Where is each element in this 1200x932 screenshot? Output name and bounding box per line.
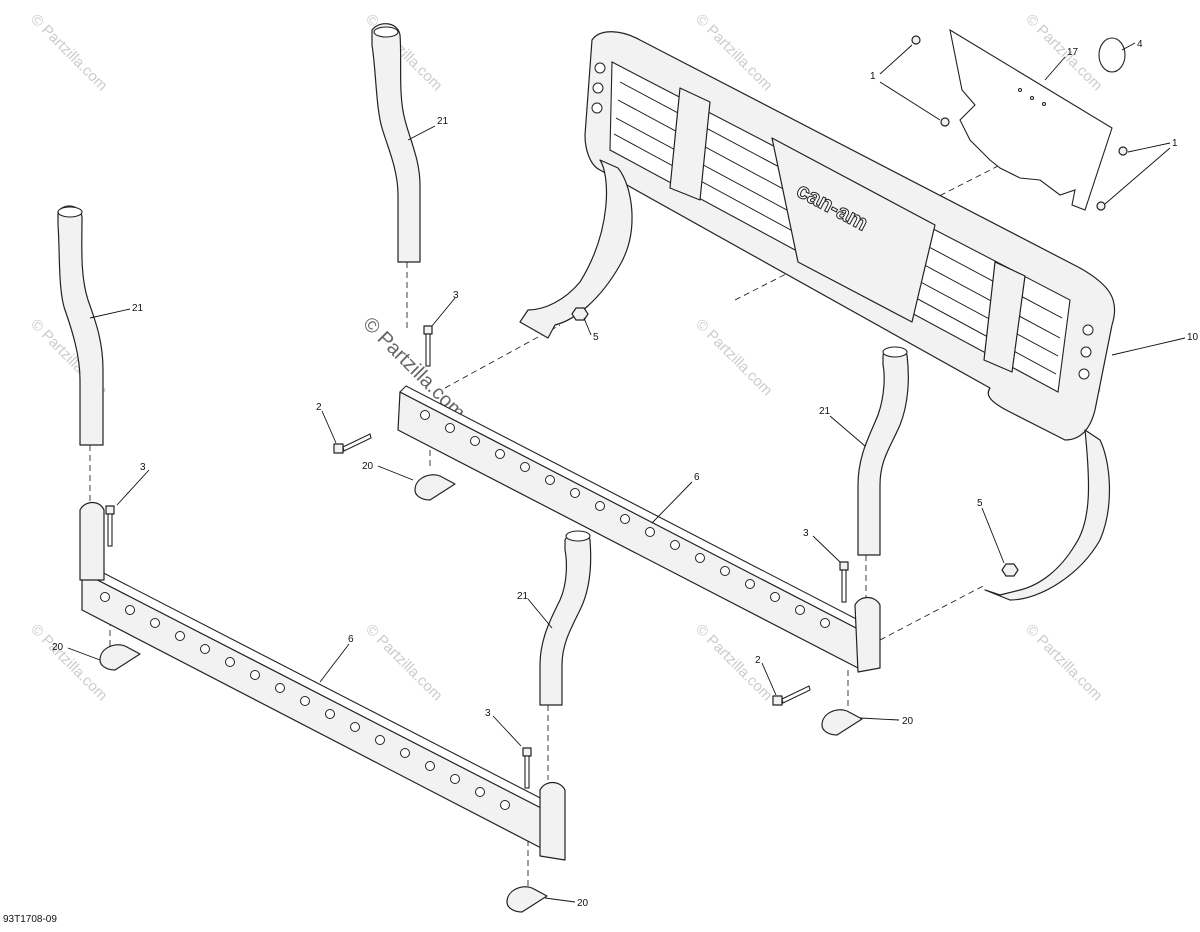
bolt-vertical: [839, 561, 849, 603]
callout-6: 6: [348, 634, 354, 645]
callout-2: 2: [316, 402, 322, 413]
watermark: © Partzilla.com: [27, 621, 110, 704]
callout-20: 20: [902, 716, 914, 727]
callout-20: 20: [362, 461, 374, 472]
watermark: © Partzilla.com: [692, 621, 775, 704]
callout-10: 10: [1187, 332, 1199, 343]
callout-3: 3: [140, 462, 146, 473]
crossbar-front-holes: [100, 592, 510, 810]
wedge-clip: [506, 886, 548, 913]
callout-3: 3: [453, 290, 459, 301]
bolt-vertical: [423, 325, 433, 367]
stake-post: [371, 23, 421, 263]
leader-lines: [67, 42, 1186, 903]
wedge-clip: [821, 709, 863, 736]
callout-4: 4: [1137, 39, 1143, 50]
stake-post: [57, 205, 104, 446]
nut: [571, 307, 589, 321]
watermark: © Partzilla.com: [692, 316, 775, 399]
callout-1: 1: [1172, 138, 1178, 149]
watermark: © Partzilla.com: [362, 621, 445, 704]
bolt-vertical: [522, 747, 532, 789]
callout-2: 2: [755, 655, 761, 666]
callout-20: 20: [577, 898, 589, 909]
screws: [911, 35, 1128, 211]
callout-21: 21: [819, 406, 831, 417]
bolt-angled: [333, 433, 372, 454]
bolt-vertical: [105, 505, 115, 547]
callout-21: 21: [132, 303, 144, 314]
callout-21: 21: [437, 116, 449, 127]
callout-20: 20: [52, 642, 64, 653]
callout-5: 5: [593, 332, 599, 343]
watermark: © Partzilla.com: [27, 11, 110, 94]
wedge-clip: [414, 474, 456, 501]
callout-6: 6: [694, 472, 700, 483]
crossbar-rear: [397, 385, 881, 673]
stake-post: [539, 530, 592, 706]
plate-bracket: [949, 28, 1113, 211]
rack-backrest: can-am: [519, 31, 1116, 601]
nut: [1001, 563, 1019, 577]
stake-post: [857, 346, 909, 556]
watermark: © Partzilla.com: [1022, 621, 1105, 704]
wedge-clip: [99, 644, 141, 671]
callout-3: 3: [485, 708, 491, 719]
callout-21: 21: [517, 591, 529, 602]
bolt-angled: [772, 685, 811, 706]
crossbar-front: [79, 501, 566, 861]
crossbar-rear-holes: [420, 410, 830, 628]
cap: [1098, 37, 1126, 73]
callout-5: 5: [977, 498, 983, 509]
callout-17: 17: [1067, 47, 1079, 58]
callout-1: 1: [870, 71, 876, 82]
callout-3: 3: [803, 528, 809, 539]
callout-labels: 1 1 17 4 10 21 21 21 21 3 3 3 3 2 2 20 2…: [52, 39, 1199, 909]
diagram-reference: 93T1708-09: [3, 914, 57, 925]
